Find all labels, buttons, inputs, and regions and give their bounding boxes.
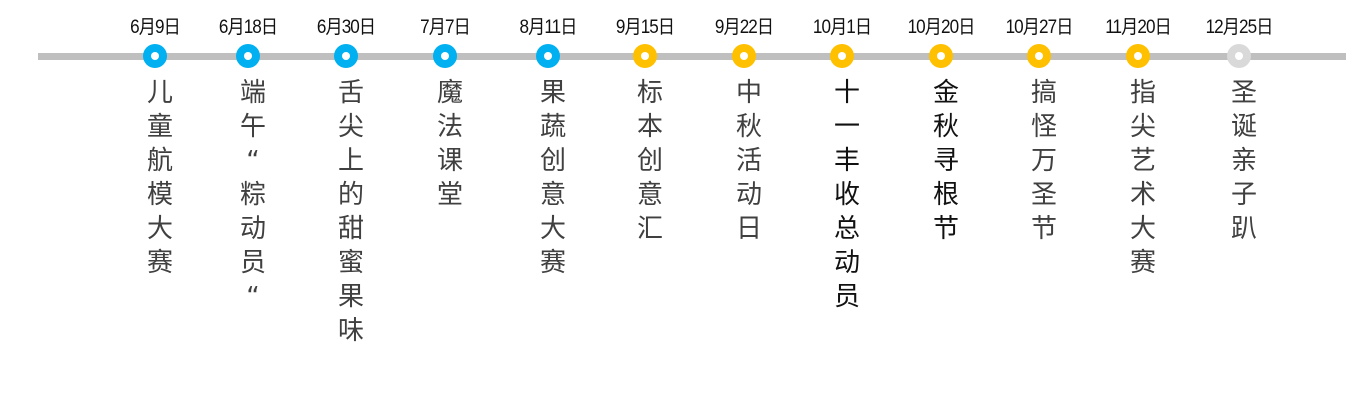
milestone-dot-icon <box>1027 44 1051 68</box>
event-title: 儿童航模大赛 <box>146 78 173 278</box>
milestone-dot-icon <box>334 44 358 68</box>
milestone-dot-icon <box>1126 44 1150 68</box>
event-title: 魔法课堂 <box>436 78 463 210</box>
event-date: 12月25日 <box>1205 17 1274 38</box>
milestone-dot-icon <box>633 44 657 68</box>
timeline-axis <box>38 53 1346 60</box>
event-title: 十一丰收总动员 <box>833 78 860 312</box>
milestone-dot-icon <box>143 44 167 68</box>
event-title: 端午“粽动员“ <box>239 78 266 312</box>
event-date: 9月15日 <box>615 17 675 38</box>
event-title: 指尖艺术大赛 <box>1129 78 1156 278</box>
event-title: 金秋寻根节 <box>932 78 959 244</box>
event-date: 10月20日 <box>907 17 976 38</box>
event-title: 标本创意汇 <box>636 78 663 244</box>
event-date: 9月22日 <box>714 17 774 38</box>
milestone-dot-icon <box>929 44 953 68</box>
milestone-dot-icon <box>1227 44 1251 68</box>
event-title: 中秋活动日 <box>735 78 762 244</box>
event-title: 果蔬创意大赛 <box>539 78 566 278</box>
event-date: 10月1日 <box>812 17 872 38</box>
milestone-dot-icon <box>236 44 260 68</box>
milestone-dot-icon <box>433 44 457 68</box>
event-title: 舌尖上的甜蜜果味 <box>337 78 364 346</box>
event-date: 11月20日 <box>1105 17 1171 38</box>
event-date: 6月9日 <box>130 17 181 38</box>
event-date: 6月30日 <box>316 17 376 38</box>
event-title: 圣诞亲子趴 <box>1230 78 1257 244</box>
event-date: 6月18日 <box>218 17 278 38</box>
event-title: 搞怪万圣节 <box>1030 78 1057 244</box>
milestone-dot-icon <box>732 44 756 68</box>
milestone-dot-icon <box>536 44 560 68</box>
milestone-dot-icon <box>830 44 854 68</box>
event-date: 10月27日 <box>1005 17 1074 38</box>
event-date: 7月7日 <box>420 17 471 38</box>
event-date: 8月11日 <box>519 17 578 38</box>
